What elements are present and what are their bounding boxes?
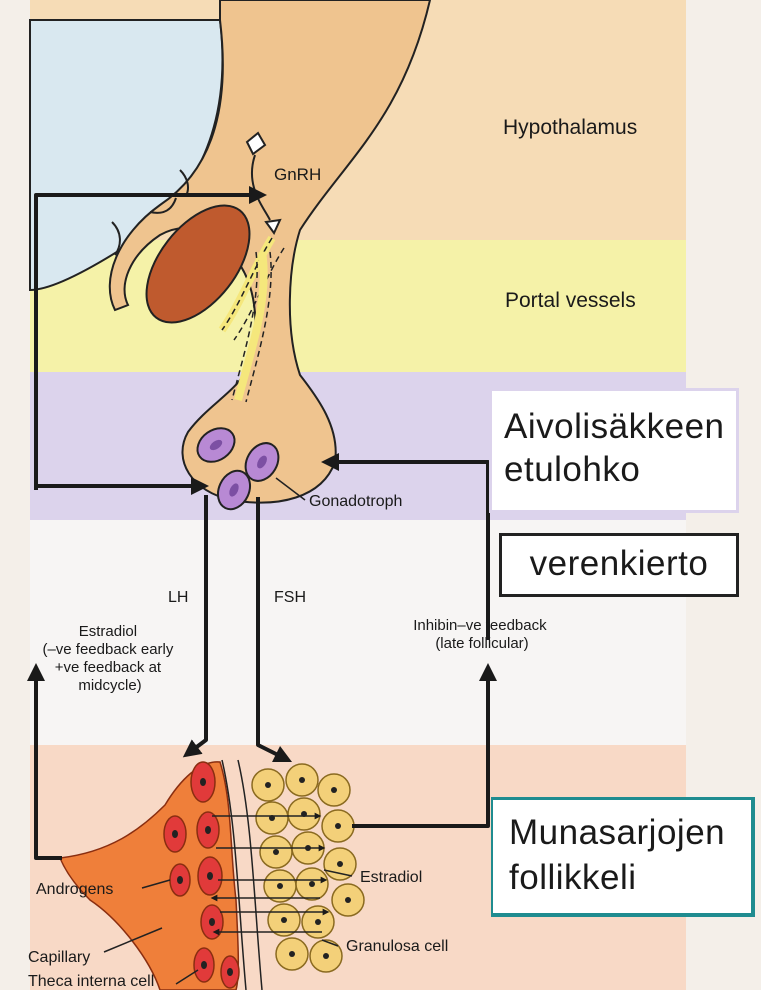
anterior-pituitary-line-2: etulohko: [504, 448, 736, 491]
gnrh-label: GnRH: [274, 165, 321, 184]
anterior-pituitary-box: Aivolisäkkeen etulohko: [489, 388, 739, 513]
estradiol-feedback-line-3: +ve feedback at: [55, 659, 162, 676]
capillary-label: Capillary: [28, 949, 90, 966]
circulation-box: verenkierto: [499, 533, 739, 597]
estradiol-feedback-line-1: Estradiol: [79, 623, 137, 640]
fsh-label: FSH: [274, 589, 306, 606]
hypothalamus-label: Hypothalamus: [503, 116, 637, 139]
theca-interna-cell-label: Theca interna cell: [28, 973, 154, 990]
estradiol-label: Estradiol: [360, 869, 422, 886]
gonadotroph-label: Gonadotroph: [309, 493, 402, 510]
granulosa-cell-label: Granulosa cell: [346, 938, 448, 955]
inhibin-feedback-line-1: Inhibin–ve feedback: [413, 617, 547, 634]
portal-vessels-label: Portal vessels: [505, 289, 636, 312]
lh-label: LH: [168, 589, 188, 606]
anterior-pituitary-line-1: Aivolisäkkeen: [504, 405, 736, 448]
estradiol-feedback-line-4: midcycle): [78, 677, 141, 694]
estradiol-feedback-line-2: (–ve feedback early: [42, 641, 173, 658]
ovarian-follicle-box: Munasarjojen follikkeli: [491, 797, 755, 917]
circulation-label: verenkierto: [502, 536, 736, 592]
ovarian-follicle-line-1: Munasarjojen: [509, 810, 751, 855]
ovarian-follicle-line-2: follikkeli: [509, 855, 751, 900]
androgens-label: Androgens: [36, 881, 113, 898]
inhibin-feedback-line-2: (late follicular): [435, 635, 528, 652]
